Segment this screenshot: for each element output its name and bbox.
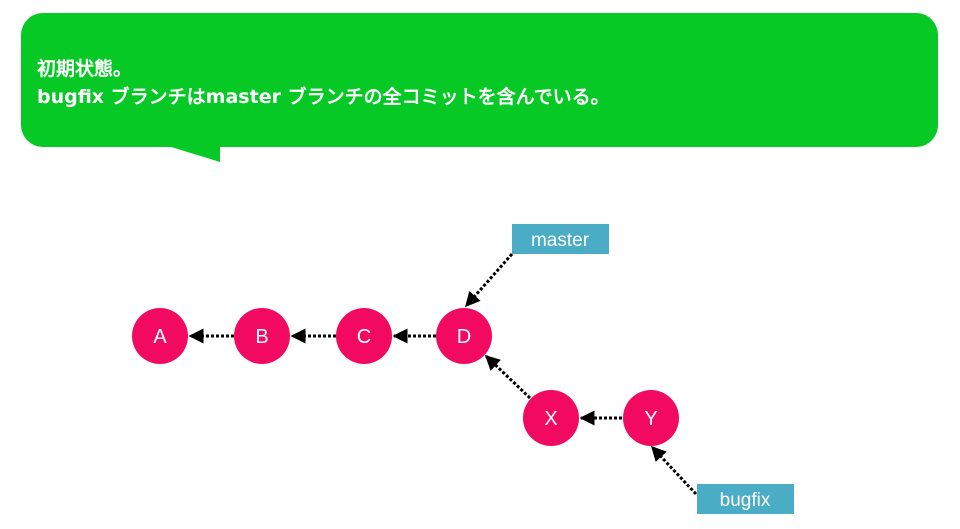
callout-bubble: 初期状態。 bugfix ブランチはmaster ブランチの全コミットを含んでい… (21, 13, 938, 147)
branch-bugfix: bugfix (697, 484, 794, 514)
commit-b: B (234, 308, 290, 364)
bugfix-pointer-arrow (650, 445, 698, 496)
commit-y: Y (623, 390, 679, 446)
parent-links (188, 328, 622, 426)
branch-pointers (464, 253, 698, 496)
commit-c-label: C (357, 326, 371, 348)
commit-x-label: X (544, 408, 557, 430)
callout-line-2: bugfix ブランチはmaster ブランチの全コミットを含んでいる。 (37, 86, 610, 108)
branch-bugfix-label: bugfix (720, 490, 771, 511)
callout-tail (168, 146, 220, 162)
callout-text: 初期状態。 bugfix ブランチはmaster ブランチの全コミットを含んでい… (37, 55, 610, 111)
branch-master: master (512, 224, 609, 254)
callout-line-1: 初期状態。 (37, 58, 133, 80)
commit-d-label: D (457, 326, 471, 348)
commit-c: C (336, 308, 392, 364)
link-x-to-d (484, 354, 532, 400)
commit-b-label: B (255, 326, 268, 348)
commit-a: A (132, 308, 188, 364)
commit-a-label: A (153, 326, 167, 348)
commit-x: X (523, 390, 579, 446)
commit-d: D (436, 308, 492, 364)
branch-master-label: master (531, 230, 590, 251)
commit-y-label: Y (644, 408, 657, 430)
master-pointer-arrow (464, 253, 514, 308)
